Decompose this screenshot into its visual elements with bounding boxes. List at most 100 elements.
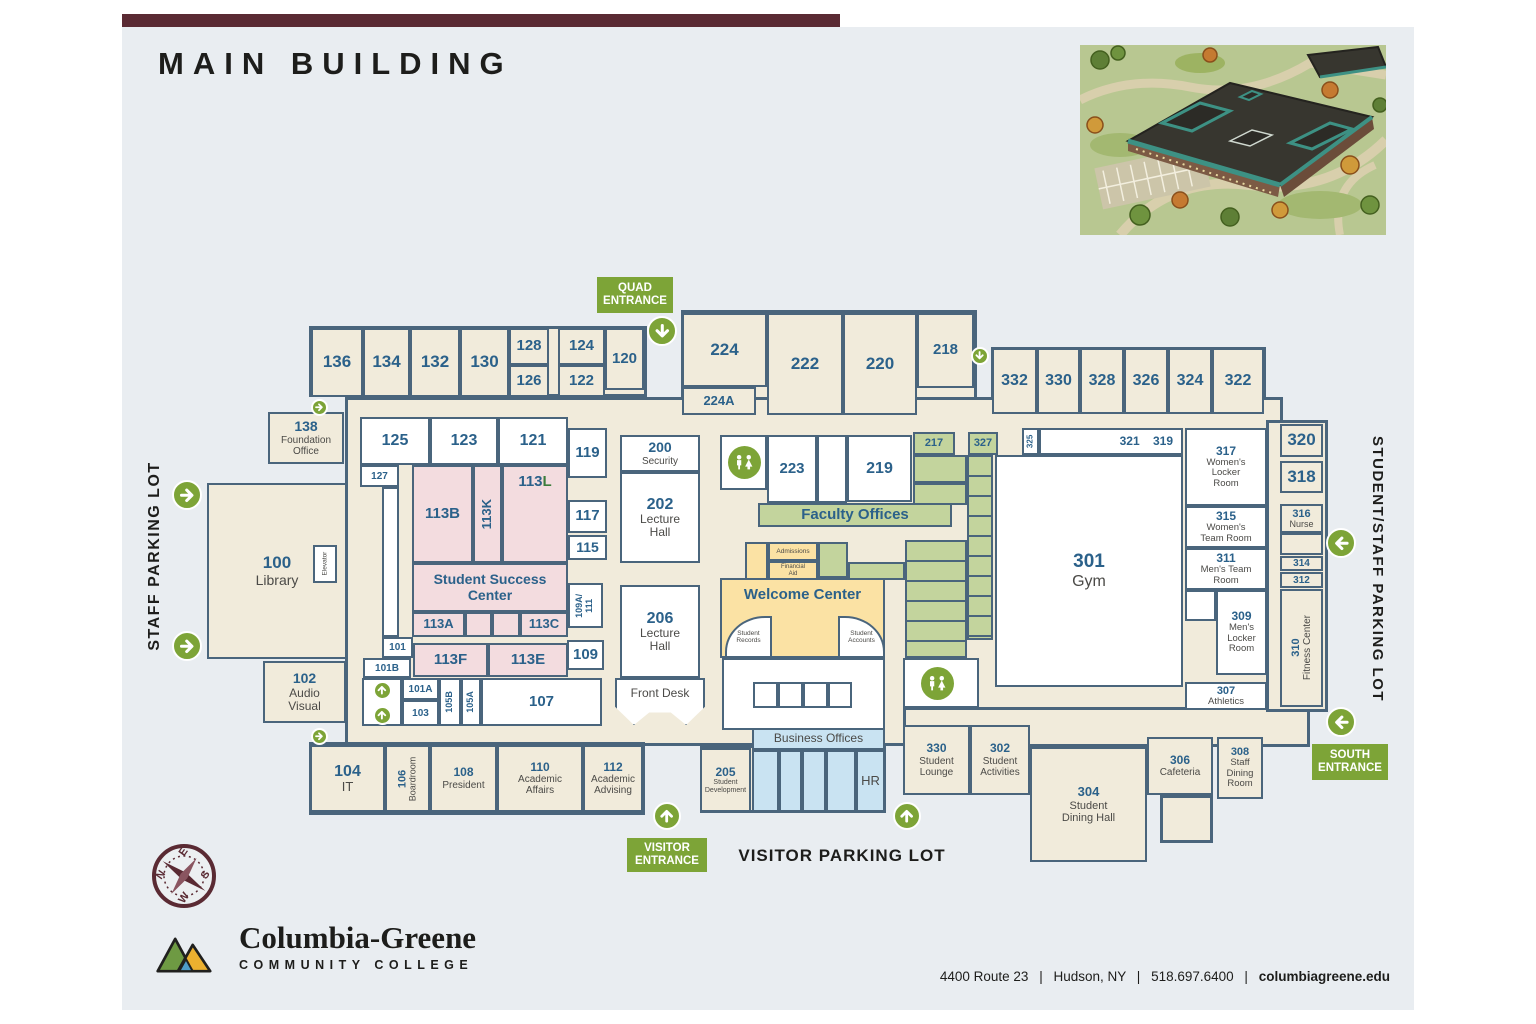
room-324: 324 (1168, 348, 1212, 414)
green-strip-2 (905, 540, 967, 658)
page-title: MAIN BUILDING (158, 46, 513, 81)
footer-city: Hudson, NY (1053, 969, 1127, 984)
cell-223b (817, 435, 847, 503)
room-113f: 113F (413, 643, 488, 677)
grid-cell-3 (803, 682, 828, 708)
entrance-arrow-right-icon (172, 480, 202, 510)
room-219: 219 (847, 435, 912, 502)
ssc-cell-1 (465, 612, 492, 637)
green-cell-c (818, 542, 848, 578)
room-101b: 101B (363, 658, 411, 678)
room-224: 224 (682, 313, 767, 387)
faculty-offices: Faculty Offices (758, 503, 952, 527)
logo-text: Columbia-Greene COMMUNITY COLLEGE (239, 922, 476, 972)
footer-address: 4400 Route 23 (939, 969, 1029, 984)
room-109: 109 (567, 640, 604, 670)
room-107: 107 (481, 678, 602, 726)
room-128: 128 (509, 328, 549, 365)
business-offices: Business Offices (752, 728, 885, 750)
footer-website: columbiagreene.edu (1258, 969, 1390, 984)
room-119: 119 (568, 428, 607, 478)
room-314: 314 (1280, 556, 1323, 571)
room-105b: 105B (439, 678, 461, 726)
biz-col-1 (752, 750, 779, 812)
room-130: 130 (460, 328, 509, 397)
room-113k: 113K (473, 465, 502, 563)
restroom-icon (727, 445, 761, 479)
ssc-cell-2 (492, 612, 520, 637)
entrance-arrow-right-icon (310, 398, 328, 416)
room-136: 136 (311, 328, 363, 397)
biz-col-2 (779, 750, 802, 812)
room-217: 217 (913, 432, 955, 455)
entrance-arrow-down-icon (647, 316, 677, 346)
footer-separator: | (1136, 969, 1141, 984)
room-125: 125 (360, 417, 430, 465)
room-101a: 101A (402, 678, 439, 700)
room-113e: 113E (488, 643, 568, 677)
footer-contact-info: 4400 Route 23 | Hudson, NY | 518.697.640… (860, 969, 1390, 984)
hr-office: HR (856, 750, 885, 812)
footer-separator: | (1039, 969, 1043, 984)
entrance-arrow-left-icon (1326, 707, 1356, 737)
logo-college-subtitle: COMMUNITY COLLEGE (239, 958, 474, 972)
footer-phone: 518.697.6400 (1151, 969, 1234, 984)
campus-aerial-illustration (1080, 45, 1386, 235)
college-logo: Columbia-Greene COMMUNITY COLLEGE (155, 922, 476, 984)
corridor-127 (382, 487, 399, 637)
footer-separator: | (1244, 969, 1248, 984)
room-312: 312 (1280, 572, 1323, 588)
green-strip-1 (967, 455, 993, 640)
room-105a: 105A (461, 678, 481, 726)
room-124: 124 (558, 328, 605, 365)
building-footprint (1160, 795, 1213, 843)
room-109a-111: 109A/ 111 (568, 583, 603, 628)
room-320: 320 (1280, 424, 1323, 457)
visitor-parking-lot-label: VISITOR PARKING LOT (738, 846, 946, 865)
room-126: 126 (509, 365, 549, 397)
room-117: 117 (568, 500, 607, 533)
header-accent-bar (122, 14, 840, 27)
room-101: 101 (382, 637, 413, 658)
entrance-arrow-right-icon (310, 727, 328, 745)
yellow-cell (745, 542, 768, 580)
staff-parking-lot-label: STAFF PARKING LOT (146, 461, 163, 651)
room-327: 327 (968, 432, 998, 455)
entrance-arrow-left-icon (1326, 528, 1356, 558)
room-113a: 113A (412, 612, 465, 637)
student-staff-parking-lot-label: STUDENT/STAFF PARKING LOT (1369, 435, 1386, 703)
room-222: 222 (767, 313, 843, 415)
room-127: 127 (360, 465, 399, 487)
green-cell-b (913, 483, 967, 505)
entrance-arrow-up-icon (653, 802, 681, 830)
elevator: Elevator (313, 545, 337, 583)
notch-309 (1185, 590, 1216, 621)
grid-cell-2 (778, 682, 803, 708)
grid-cell-1 (753, 682, 778, 708)
quad-entrance-badge: QUAD ENTRANCE (597, 277, 673, 313)
room-113: 113L (502, 465, 568, 563)
room-123: 123 (430, 417, 498, 465)
room-325: 325 (1022, 428, 1039, 455)
admissions: Admissions (768, 542, 818, 561)
room-330: 330 (1037, 348, 1080, 414)
room-326: 326 (1124, 348, 1168, 414)
